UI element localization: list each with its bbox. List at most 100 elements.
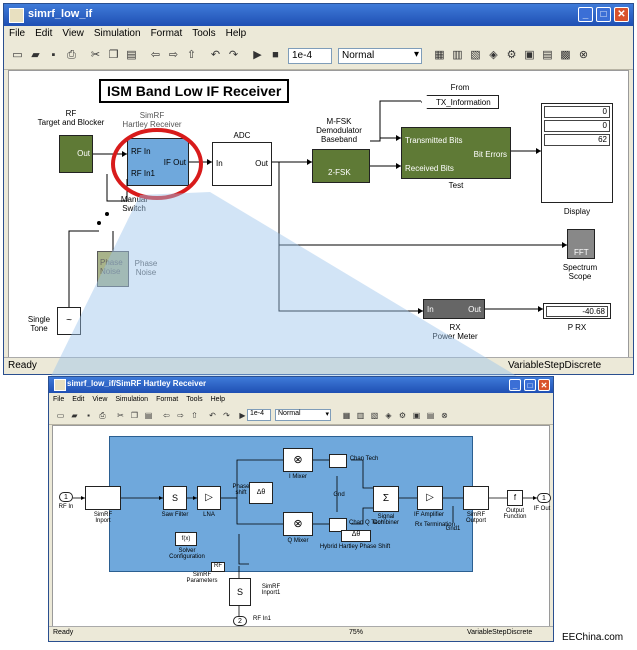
- prx-block[interactable]: -40.68: [543, 303, 611, 319]
- up-icon[interactable]: ⇧: [186, 49, 197, 61]
- sub-paste-icon[interactable]: ▤: [144, 411, 153, 420]
- simrf-receiver-block[interactable]: RF In RF In1 IF Out: [127, 138, 189, 186]
- sub-maximize-button[interactable]: □: [524, 379, 536, 391]
- forward-icon[interactable]: ⇨: [168, 49, 179, 61]
- sub-build-icon[interactable]: ▦: [342, 411, 351, 420]
- scope-icon[interactable]: ▣: [524, 49, 535, 61]
- sub-print-icon[interactable]: ⎙: [99, 411, 106, 420]
- rx-meter-block[interactable]: In Out: [423, 299, 485, 319]
- sub-debug-icon[interactable]: ◈: [385, 411, 392, 420]
- undo-icon[interactable]: ↶: [210, 49, 221, 61]
- play-icon[interactable]: ▶: [253, 49, 262, 61]
- menu-file[interactable]: File: [9, 28, 26, 39]
- sub-close-button[interactable]: ✕: [538, 379, 550, 391]
- sample-time-icon[interactable]: ▩: [560, 49, 571, 61]
- sub-menu-tools[interactable]: Tools: [186, 396, 203, 403]
- sub-copy-icon[interactable]: ❐: [130, 411, 139, 420]
- sub-out-fn-block[interactable]: f: [507, 490, 523, 506]
- sub-simrf-outport-block[interactable]: [463, 486, 489, 510]
- sub-config-icon[interactable]: ⚙: [398, 411, 407, 420]
- sub-menu-simulation[interactable]: Simulation: [115, 396, 149, 403]
- tone-block[interactable]: ~: [57, 307, 81, 335]
- sub-menu-format[interactable]: Format: [156, 396, 179, 403]
- sub-forward-icon[interactable]: ⇨: [177, 411, 184, 420]
- phase-noise-block[interactable]: Phase Noise: [97, 251, 129, 287]
- spectrum-scope-block[interactable]: FFT: [567, 229, 595, 259]
- sub-simrf-inport2-block[interactable]: S: [229, 578, 251, 606]
- sub-if-amp-block[interactable]: ▷: [417, 486, 443, 510]
- sub-menu-view[interactable]: View: [92, 396, 108, 403]
- sub-back-icon[interactable]: ⇦: [163, 411, 170, 420]
- menu-tools[interactable]: Tools: [192, 28, 216, 39]
- debug-icon[interactable]: ◈: [489, 49, 498, 61]
- sub-phase-shift-block[interactable]: Δθ: [249, 482, 273, 504]
- sub-up-icon[interactable]: ⇧: [191, 411, 198, 420]
- build-icon[interactable]: ▦: [434, 49, 445, 61]
- sim-time-field[interactable]: 1e-4: [288, 48, 332, 64]
- sub-config-block[interactable]: f(x): [175, 532, 197, 546]
- sub-chan-q-block[interactable]: [329, 518, 347, 532]
- sub-save-icon[interactable]: ▪: [87, 411, 90, 420]
- sub-saw-block[interactable]: S: [163, 486, 187, 510]
- new-icon[interactable]: ▭: [12, 49, 23, 61]
- sub-play-icon[interactable]: ▶: [239, 411, 246, 420]
- sub-scope-icon[interactable]: ▣: [412, 411, 421, 420]
- adc-block[interactable]: In Out: [212, 142, 272, 186]
- config-icon[interactable]: ⚙: [506, 49, 517, 61]
- print-icon[interactable]: ⎙: [67, 49, 76, 61]
- menu-view[interactable]: View: [62, 28, 84, 39]
- sub-mixer2-block[interactable]: ⊗: [283, 512, 313, 536]
- sub-canvas[interactable]: 1 RF In SimRF Inport S Saw Filter ▷ LNA …: [52, 425, 551, 629]
- sub-redo-icon[interactable]: ↷: [223, 411, 230, 420]
- sub-outport[interactable]: 1: [537, 493, 551, 503]
- from-block[interactable]: TX_Information: [421, 95, 499, 109]
- sub-undo-icon[interactable]: ↶: [209, 411, 216, 420]
- sub-simrf-inport-block[interactable]: [85, 486, 121, 510]
- copy-icon[interactable]: ❐: [108, 49, 119, 61]
- sub-new-icon[interactable]: ▭: [56, 411, 65, 420]
- back-icon[interactable]: ⇦: [150, 49, 161, 61]
- sub-menu-file[interactable]: File: [53, 396, 65, 403]
- sub-explorer-icon[interactable]: ▧: [370, 411, 379, 420]
- sub-combiner-block[interactable]: Σ: [373, 486, 399, 512]
- paste-icon[interactable]: ▤: [126, 49, 137, 61]
- open-icon[interactable]: ▰: [31, 49, 40, 61]
- sub-open-icon[interactable]: ▰: [71, 411, 78, 420]
- sub-library-icon[interactable]: ▥: [356, 411, 365, 420]
- sub-params-icon[interactable]: ▤: [426, 411, 435, 420]
- close-button[interactable]: ✕: [614, 7, 629, 22]
- sub-cut-icon[interactable]: ✂: [117, 411, 124, 420]
- save-icon[interactable]: ▪: [51, 49, 56, 61]
- menu-format[interactable]: Format: [150, 28, 183, 39]
- sub-mixer1-block[interactable]: ⊗: [283, 448, 313, 472]
- main-canvas[interactable]: ISM Band Low IF Receiver RF Target and B…: [8, 70, 629, 360]
- sim-mode-select[interactable]: Normal ▾: [338, 48, 422, 64]
- sub-menu-edit[interactable]: Edit: [72, 396, 85, 403]
- sub-minimize-button[interactable]: _: [509, 379, 521, 391]
- menu-help[interactable]: Help: [225, 28, 247, 39]
- sub-hartley-block[interactable]: Δθ: [341, 530, 371, 542]
- sub-sim-time-field[interactable]: 1e-4: [247, 409, 271, 421]
- menu-simulation[interactable]: Simulation: [93, 28, 141, 39]
- maximize-button[interactable]: □: [596, 7, 611, 22]
- cut-icon[interactable]: ✂: [90, 49, 101, 61]
- display-block[interactable]: 0 0 62: [541, 103, 613, 203]
- sub-menu-help[interactable]: Help: [210, 396, 225, 403]
- menu-edit[interactable]: Edit: [35, 28, 53, 39]
- sub-inport[interactable]: 1: [59, 492, 73, 502]
- sub-chan-i-block[interactable]: [329, 454, 347, 468]
- advisor-icon[interactable]: ⊗: [578, 49, 589, 61]
- params-icon[interactable]: ▤: [542, 49, 553, 61]
- demod-block[interactable]: 2-FSK: [312, 149, 370, 183]
- minimize-button[interactable]: _: [578, 7, 593, 22]
- redo-icon[interactable]: ↷: [228, 49, 239, 61]
- stop-icon[interactable]: ■: [272, 49, 279, 61]
- model-explorer-icon[interactable]: ▧: [470, 49, 481, 61]
- sub-lna-block[interactable]: ▷: [197, 486, 221, 510]
- sub-sim-mode-select[interactable]: Normal ▾: [275, 409, 331, 421]
- sub-params-block[interactable]: RF: [211, 562, 225, 572]
- rf-source-block[interactable]: Out: [59, 135, 93, 173]
- library-icon[interactable]: ▥: [452, 49, 463, 61]
- sub-inport1[interactable]: 2: [233, 616, 247, 626]
- test-block[interactable]: Transmitted Bits Received Bits Bit Error…: [401, 127, 511, 179]
